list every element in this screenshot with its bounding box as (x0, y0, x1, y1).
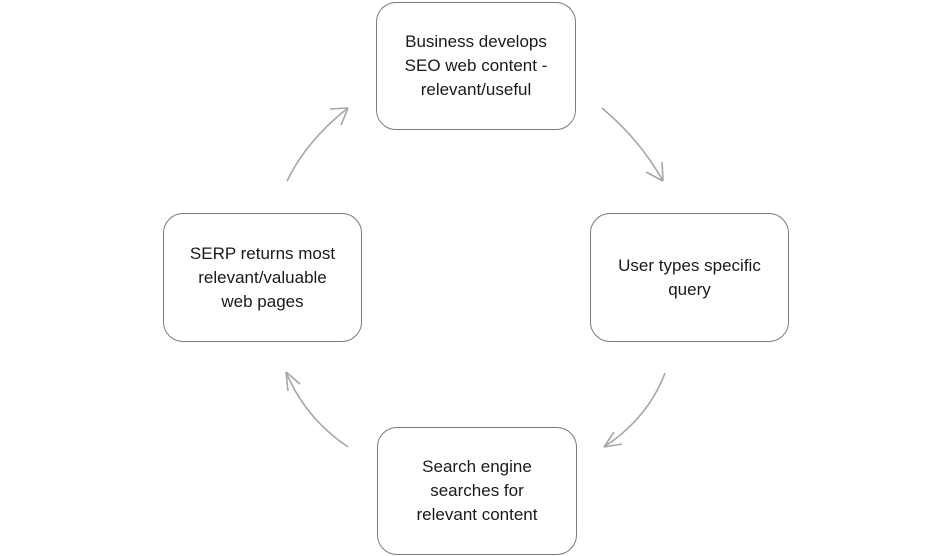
step-box-user-query: User types specific query (590, 213, 789, 342)
arrow-bottom-to-left (285, 371, 349, 448)
step-box-develop-content: Business develops SEO web content - rele… (376, 2, 576, 130)
step-label-search-engine: Search engine searches for relevant cont… (416, 457, 538, 524)
step-box-search-engine: Search engine searches for relevant cont… (377, 427, 577, 555)
arrow-right-to-bottom (603, 372, 666, 448)
arrow-left-to-top (286, 107, 349, 182)
step-box-serp-results: SERP returns most relevant/valuable web … (163, 213, 362, 342)
step-label-user-query: User types specific query (618, 255, 761, 299)
step-label-serp-results: SERP returns most relevant/valuable web … (189, 243, 336, 311)
step-label-develop-content: Business develops SEO web content - rele… (404, 32, 548, 99)
arrow-top-to-right (601, 107, 664, 182)
